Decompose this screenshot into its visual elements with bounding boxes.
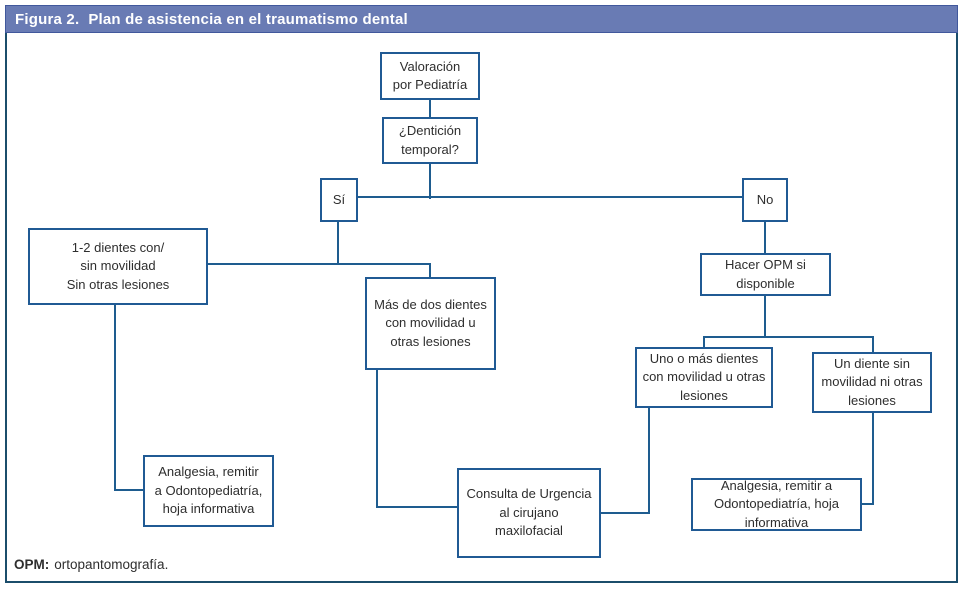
figure-title: Plan de asistencia en el traumatismo den… [88, 10, 408, 28]
node-valoracion-pediatria: Valoración por Pediatría [380, 52, 480, 100]
connector-si-no-branch [357, 196, 743, 198]
connector-uno-o-mas-down [648, 408, 650, 514]
connector-to-un-diente [872, 336, 874, 354]
connector-to-mas-de-dos [429, 263, 431, 279]
node-analgesia-izquierda: Analgesia, remitir a Odontopediatría, ho… [143, 455, 274, 527]
figure-header: Figura 2. Plan de asistencia en el traum… [5, 5, 958, 33]
connector-to-analgesia-izq [114, 489, 145, 491]
footnote-definition: ortopantomografía. [54, 557, 169, 572]
connector-to-consulta-right [601, 512, 650, 514]
node-si: Sí [320, 178, 358, 222]
connector-valoracion-denticion [429, 99, 431, 119]
connector-opm-split [703, 336, 874, 338]
connector-hacer-opm-down [764, 295, 766, 338]
connector-mas-de-dos-down [376, 370, 378, 508]
connector-to-uno-o-mas [703, 336, 705, 349]
connector-denticion-split [429, 163, 431, 199]
figure-label: Figura 2. [15, 10, 80, 28]
connector-un-diente-down [872, 413, 874, 505]
connector-to-analgesia-der [861, 503, 874, 505]
connector-si-split [208, 263, 431, 265]
node-mas-de-dos-dientes: Más de dos dientes con movilidad u otras… [365, 277, 496, 370]
connector-si-down [337, 222, 339, 265]
node-no: No [742, 178, 788, 222]
node-denticion-temporal: ¿Dentición temporal? [382, 117, 478, 164]
node-analgesia-derecha: Analgesia, remitir a Odontopediatría, ho… [691, 478, 862, 531]
node-un-diente-sin-movilidad: Un diente sin movilidad ni otras lesione… [812, 352, 932, 413]
connector-to-consulta-left [376, 506, 459, 508]
connector-dientes12-down [114, 305, 116, 491]
node-1-2-dientes: 1-2 dientes con/ sin movilidad Sin otras… [28, 228, 208, 305]
footnote-abbreviation: OPM: [14, 557, 50, 572]
connector-no-hacer-opm [764, 222, 766, 255]
node-consulta-urgencia: Consulta de Urgencia al cirujano maxilof… [457, 468, 601, 558]
node-hacer-opm: Hacer OPM si disponible [700, 253, 831, 296]
footnote: OPM: ortopantomografía. [14, 557, 168, 572]
node-uno-o-mas-dientes: Uno o más dientes con movilidad u otras … [635, 347, 773, 408]
